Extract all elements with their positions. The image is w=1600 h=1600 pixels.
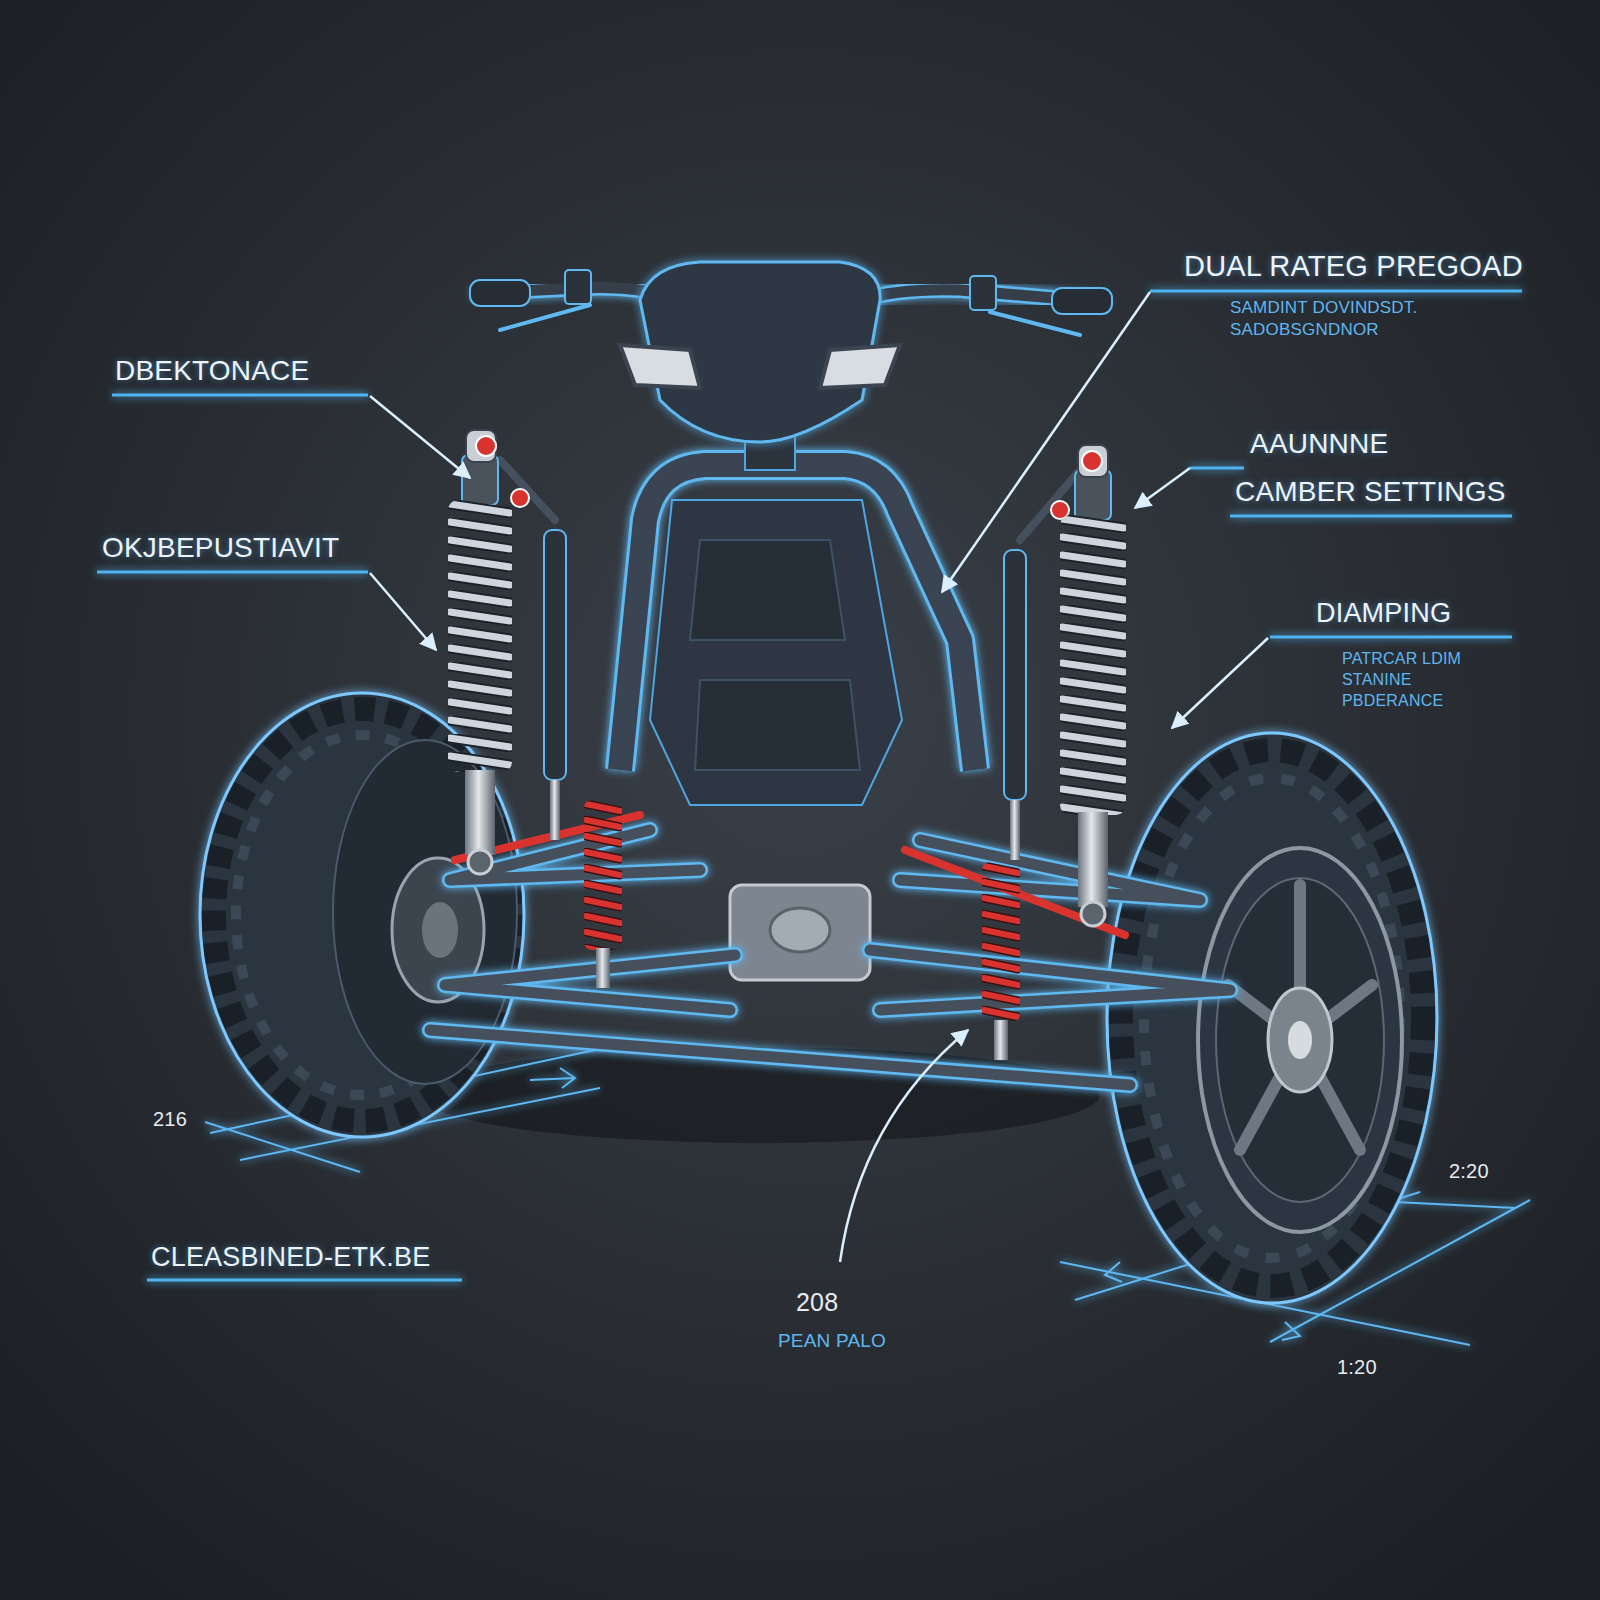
rim-spokes bbox=[1228, 885, 1372, 1150]
leader-line bbox=[1135, 468, 1190, 508]
adjuster-knob bbox=[511, 489, 529, 507]
differential bbox=[730, 885, 870, 980]
control-pod bbox=[970, 276, 996, 310]
grip bbox=[1052, 288, 1112, 314]
note-text: SADOBSGNDNOR bbox=[1230, 320, 1379, 340]
panel-plate bbox=[695, 680, 860, 770]
coil-spring bbox=[1060, 515, 1126, 815]
dimension-tick bbox=[1282, 1322, 1300, 1340]
note-text: SAMDINT DOVINDSDT. bbox=[1230, 298, 1417, 318]
leader-lines bbox=[370, 292, 1268, 1262]
frame-tube bbox=[620, 465, 975, 770]
frame-tube-outline bbox=[620, 465, 975, 770]
lower-arm bbox=[870, 950, 1230, 1010]
shock-rod bbox=[1078, 812, 1108, 907]
dimension-label: 208 bbox=[796, 1288, 838, 1317]
dimension-label: 216 bbox=[153, 1108, 187, 1131]
headlight bbox=[620, 345, 700, 388]
note-text: STANINE bbox=[1342, 671, 1412, 689]
handlebar bbox=[470, 262, 1112, 442]
hub bbox=[422, 902, 458, 958]
underline bbox=[1190, 467, 1244, 470]
part-label: CAMBER SETTINGS bbox=[1235, 476, 1506, 508]
dimension-tick bbox=[530, 1068, 575, 1088]
center-panel bbox=[650, 500, 902, 805]
upper-arm bbox=[900, 840, 1200, 900]
part-label: AAUNNNE bbox=[1250, 428, 1388, 460]
brake-lever bbox=[500, 305, 590, 330]
control-pod bbox=[565, 270, 591, 304]
underline bbox=[147, 1279, 462, 1282]
rim-inner bbox=[1216, 878, 1384, 1202]
leader-line bbox=[370, 396, 470, 478]
hub-cap bbox=[1288, 1021, 1312, 1059]
lower-arm bbox=[445, 955, 735, 1010]
arm-tubes bbox=[430, 830, 1230, 1085]
part-label: DIAMPING bbox=[1316, 598, 1451, 629]
suspension-arms bbox=[430, 815, 1230, 1085]
rim bbox=[1198, 848, 1402, 1232]
spring-rod bbox=[994, 1020, 1008, 1060]
right-wheel bbox=[1107, 733, 1437, 1303]
brake-lever bbox=[990, 312, 1080, 335]
adjuster-knob bbox=[1082, 451, 1102, 471]
inner-spring bbox=[982, 862, 1020, 1022]
dimension-label: 2:20 bbox=[1449, 1160, 1489, 1183]
strut bbox=[1004, 550, 1026, 800]
inner-spring bbox=[584, 800, 622, 950]
underline bbox=[1230, 515, 1512, 518]
dimension-tick bbox=[1105, 1262, 1122, 1282]
note-text: PEAN PALO bbox=[778, 1330, 886, 1352]
shock-mount bbox=[466, 430, 496, 462]
strut-rod bbox=[550, 780, 560, 840]
underline bbox=[1150, 290, 1522, 293]
shock-eye bbox=[468, 850, 492, 874]
label-underlines bbox=[97, 291, 1522, 1280]
note-text: PATRCAR LDIM bbox=[1342, 650, 1461, 668]
headlight bbox=[820, 345, 900, 388]
lower-arm bbox=[870, 950, 1230, 1010]
shock-eye bbox=[1081, 902, 1105, 926]
tire bbox=[1107, 733, 1437, 1303]
right-shock bbox=[1051, 445, 1126, 926]
strut-rod bbox=[1010, 800, 1020, 860]
frame bbox=[620, 420, 975, 805]
hub bbox=[1268, 988, 1332, 1092]
leader-line bbox=[370, 573, 436, 650]
part-label: DBEKTONACE bbox=[115, 355, 309, 387]
adjuster-knob bbox=[476, 436, 496, 456]
arm-outlines bbox=[430, 830, 1230, 1085]
differential-cover bbox=[770, 908, 830, 952]
leader-line bbox=[1172, 638, 1268, 728]
shock-mount bbox=[1078, 445, 1108, 477]
spring-rod bbox=[596, 948, 610, 988]
upper-arm bbox=[900, 840, 1200, 900]
strut bbox=[544, 530, 566, 780]
underline bbox=[112, 394, 368, 397]
underline bbox=[1270, 636, 1512, 639]
dimension-label: 1:20 bbox=[1337, 1356, 1377, 1379]
part-label: CLEASBINED-ETK.BE bbox=[151, 1242, 430, 1273]
cross-bar bbox=[430, 1030, 1130, 1085]
tire-tread bbox=[1121, 750, 1423, 1286]
grip bbox=[470, 280, 530, 306]
lower-arm bbox=[445, 955, 735, 1010]
part-label: DUAL RATEG PREGOAD bbox=[1184, 250, 1523, 283]
shock-rod bbox=[465, 770, 495, 855]
note-text: PBDERANCE bbox=[1342, 692, 1443, 710]
left-shock bbox=[448, 430, 529, 874]
underline bbox=[97, 571, 368, 574]
coil-spring bbox=[448, 500, 512, 772]
dimension-line bbox=[1395, 1202, 1515, 1208]
cross-bar bbox=[430, 1030, 1130, 1085]
leader-line bbox=[942, 292, 1150, 592]
panel-plate bbox=[690, 540, 845, 640]
part-label: OKJBEPUSTIAVIT bbox=[102, 532, 339, 564]
leader-line bbox=[840, 1030, 968, 1262]
